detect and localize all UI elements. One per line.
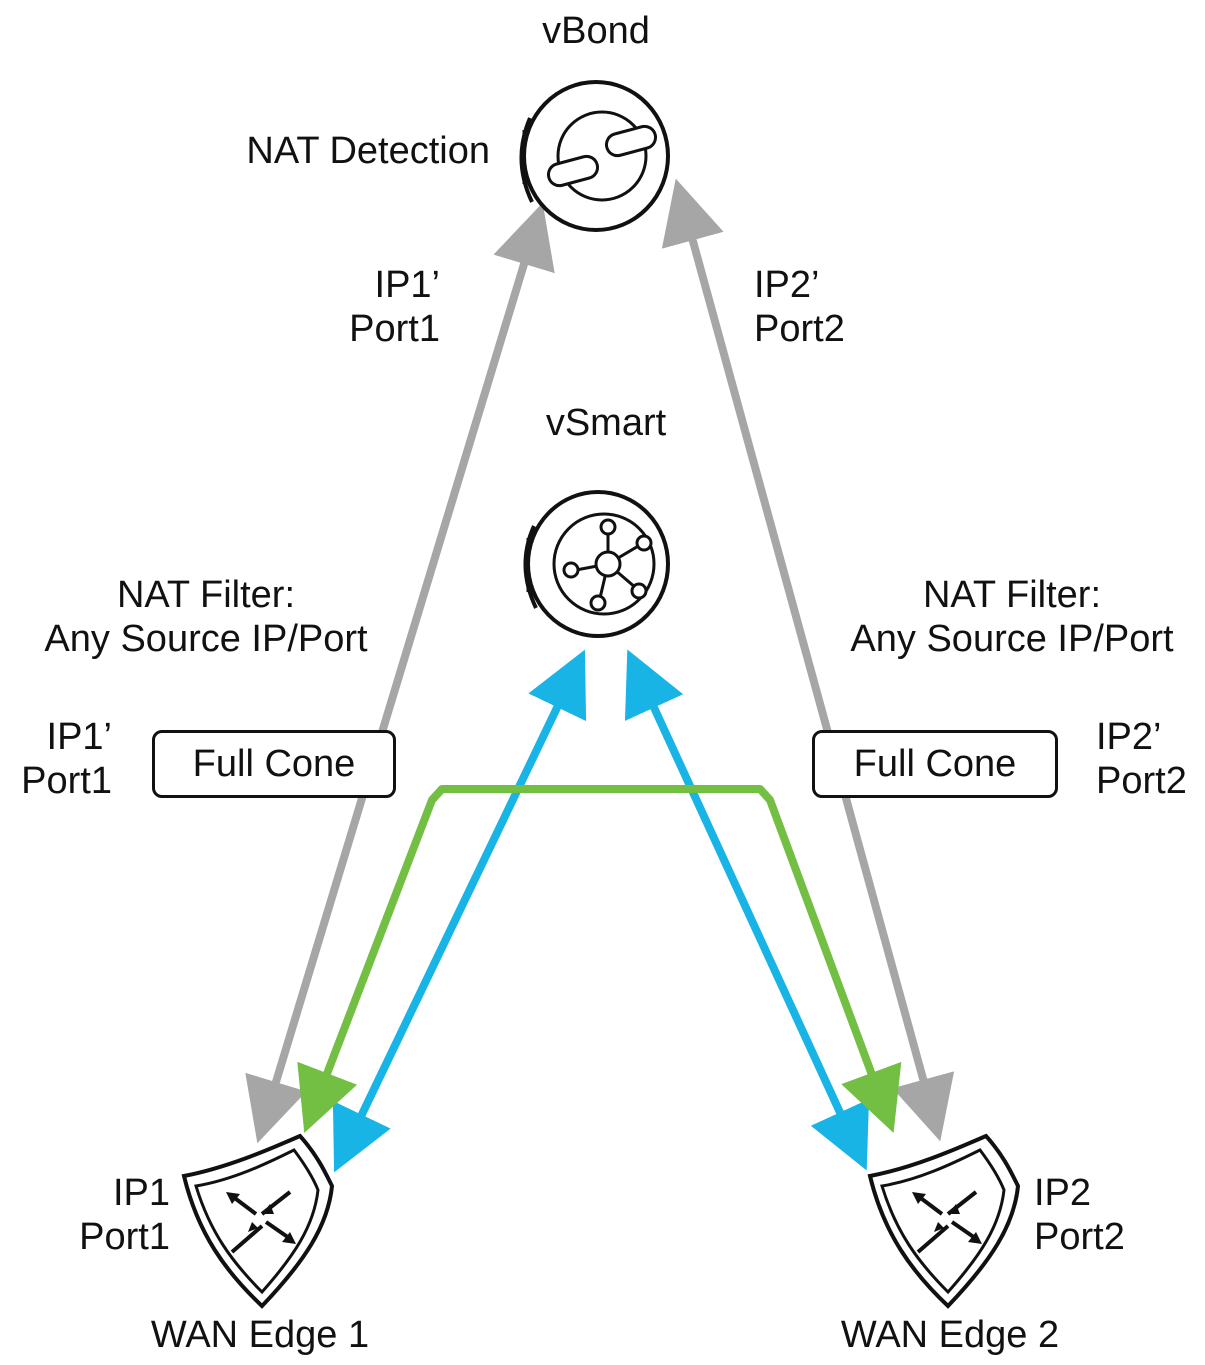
right-nat-ip-label: IP2’	[1096, 716, 1162, 758]
left-full-cone-nat: Full Cone	[152, 730, 396, 798]
vsmart-label: vSmart	[545, 402, 667, 444]
left-nat-ip-label: IP1’	[46, 716, 112, 758]
edge1-port-label: Port1	[79, 1216, 170, 1258]
vbond-label: vBond	[542, 10, 650, 52]
edge1-edge2-tunnel	[297, 785, 902, 1134]
edge1-vbond-link	[245, 202, 555, 1144]
wan-edge-1-router-icon	[181, 1133, 335, 1309]
link-icon	[546, 124, 658, 188]
wan-edge-2-label: WAN Edge 2	[840, 1314, 1060, 1356]
right-nat-filter-desc: Any Source IP/Port	[850, 618, 1174, 660]
hub-spoke-icon	[562, 518, 653, 612]
left-vbond-ip-label: IP1’	[374, 264, 440, 306]
edge2-ip-label: IP2	[1034, 1172, 1092, 1214]
vbond-router-icon	[519, 80, 670, 232]
left-nat-port-label: Port1	[21, 760, 112, 802]
edge2-port-label: Port2	[1034, 1216, 1125, 1258]
right-vbond-port-label: Port2	[754, 308, 845, 350]
right-nat-port-label: Port2	[1096, 760, 1187, 802]
right-vbond-ip-label: IP2’	[754, 264, 820, 306]
wan-edge-1-label: WAN Edge 1	[150, 1314, 370, 1356]
edge1-ip-label: IP1	[112, 1172, 170, 1214]
right-full-cone-nat: Full Cone	[812, 730, 1058, 798]
vsmart-router-icon	[523, 490, 670, 638]
left-vbond-port-label: Port1	[349, 308, 440, 350]
left-nat-filter-desc: Any Source IP/Port	[44, 618, 368, 660]
left-nat-filter-title: NAT Filter:	[116, 574, 296, 616]
right-nat-filter-title: NAT Filter:	[922, 574, 1102, 616]
nat-detection-label: NAT Detection	[246, 130, 490, 172]
wan-edge-2-router-icon	[867, 1133, 1021, 1309]
